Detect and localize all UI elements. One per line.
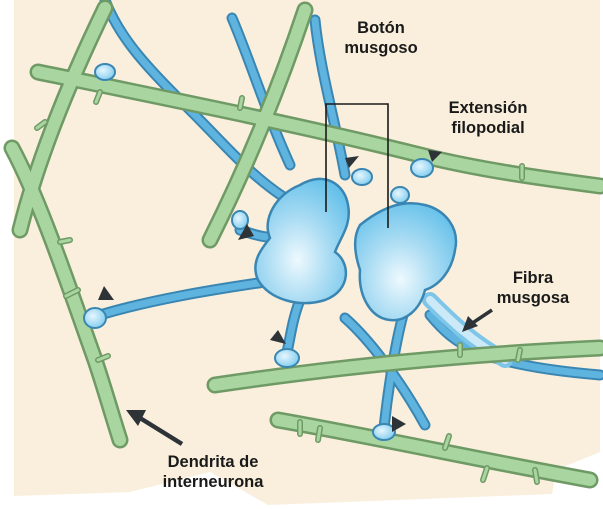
label-line: filopodial bbox=[428, 118, 548, 138]
filopodial-bulb bbox=[232, 211, 248, 229]
label-line: Botón bbox=[326, 18, 436, 38]
filopodial-bulb bbox=[391, 187, 409, 203]
label-filopodial-extension: Extensión filopodial bbox=[428, 98, 548, 138]
filopodial-bulb bbox=[95, 64, 115, 80]
label-line: Fibra bbox=[488, 268, 578, 288]
filopodial-bulb bbox=[275, 349, 299, 367]
label-line: Extensión bbox=[428, 98, 548, 118]
filopodial-bulb bbox=[84, 308, 106, 328]
label-line: musgosa bbox=[488, 288, 578, 308]
label-line: musgoso bbox=[326, 38, 436, 58]
filopodial-bulb bbox=[352, 169, 372, 185]
label-mossy-bouton: Botón musgoso bbox=[326, 18, 436, 58]
filopodial-bulb bbox=[411, 159, 433, 177]
label-line: Dendrita de bbox=[150, 452, 276, 472]
filopodial-bulb bbox=[373, 424, 395, 440]
label-line: interneurona bbox=[150, 472, 276, 492]
label-interneuron-dendrite: Dendrita de interneurona bbox=[150, 452, 276, 492]
label-mossy-fiber: Fibra musgosa bbox=[488, 268, 578, 308]
